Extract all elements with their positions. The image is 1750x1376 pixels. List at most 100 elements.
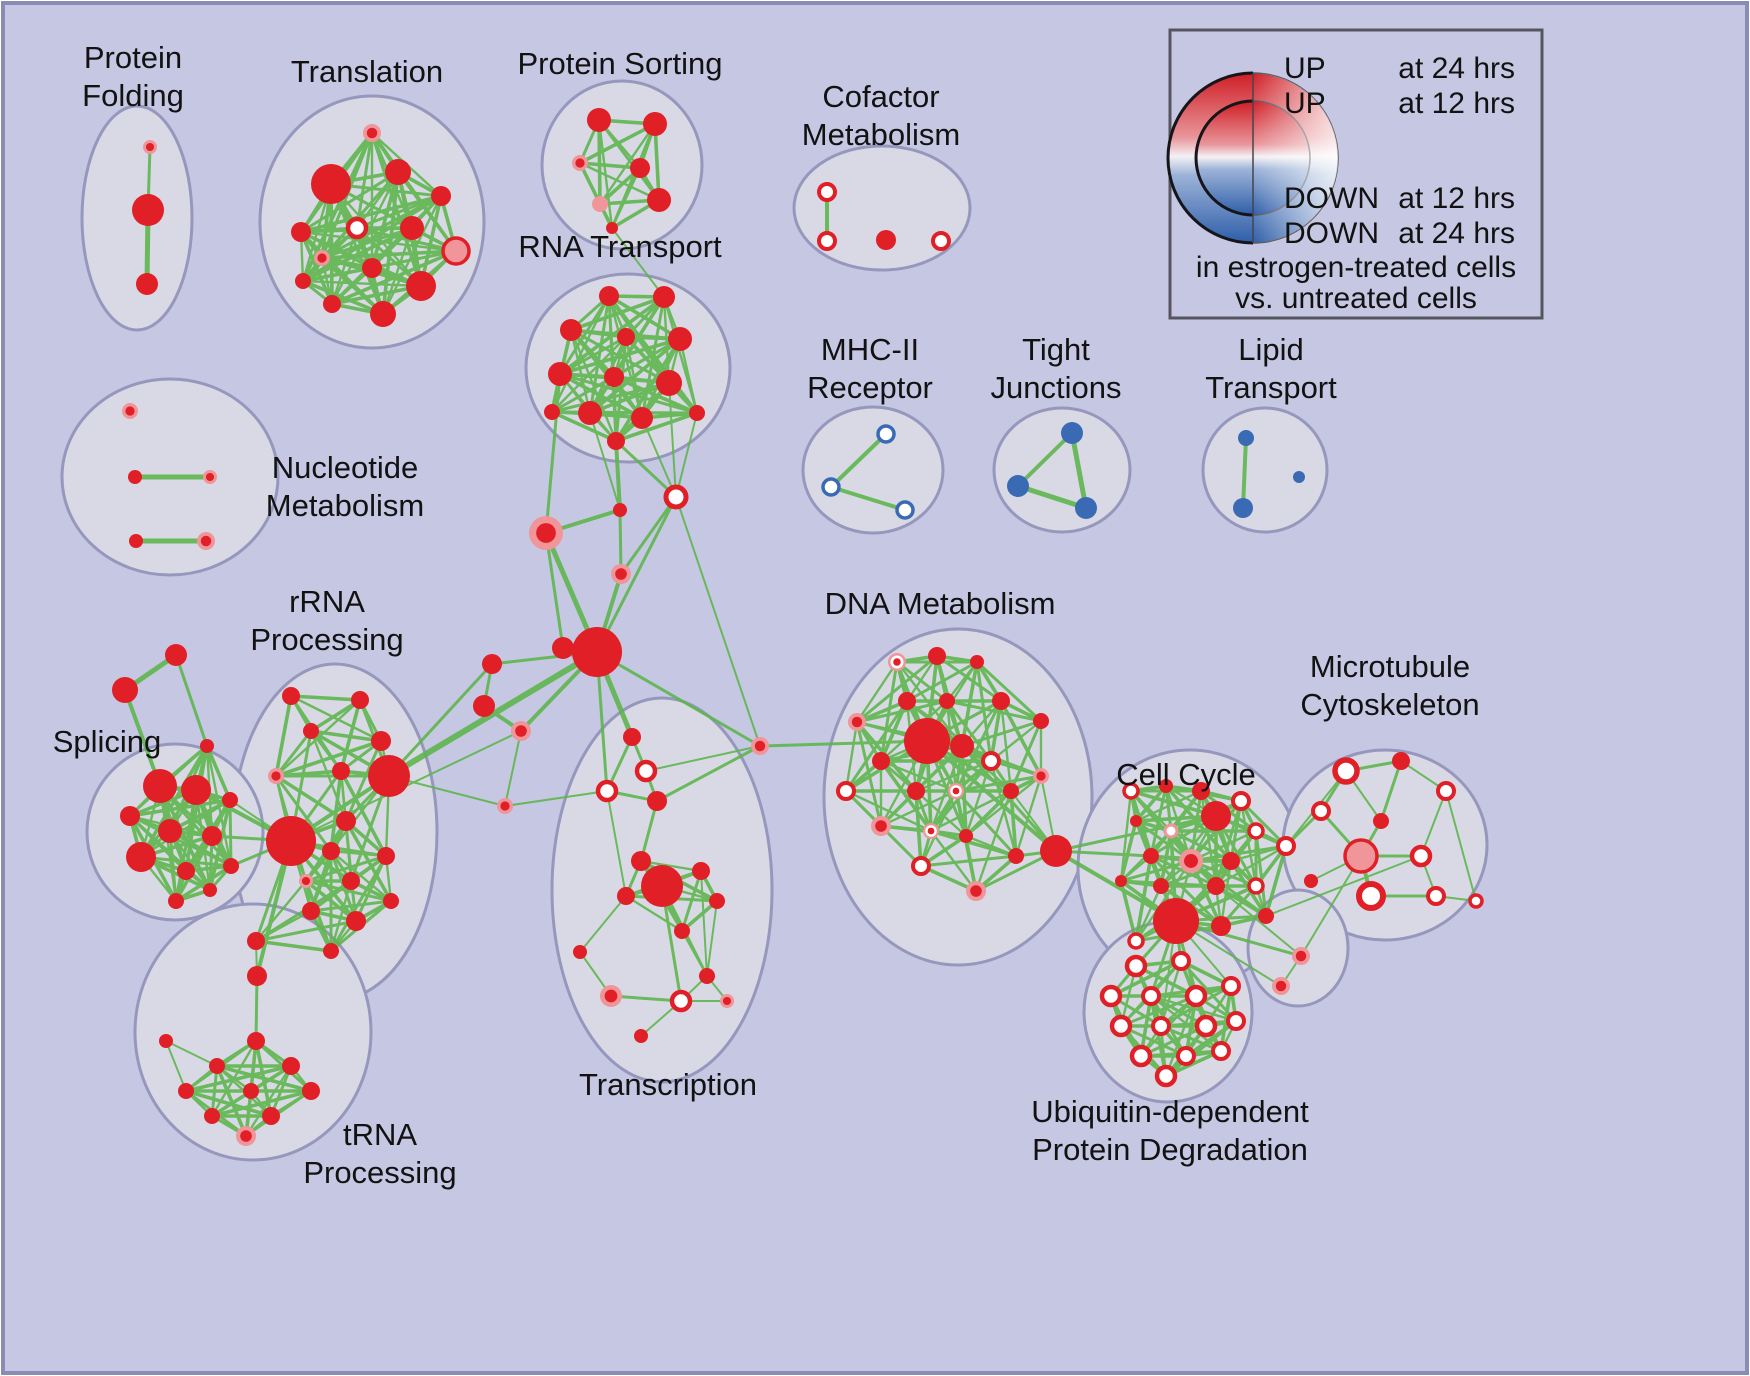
node-shape [981,751,1001,771]
node-133 [904,718,950,764]
edge [612,375,618,443]
legend-time-1: at 12 hrs [1398,87,1515,120]
node-shape [1226,1011,1246,1031]
edge [1164,784,1173,833]
cluster-label-mhc-ii-receptor: Receptor [807,370,933,405]
cluster-label-tight-junctions: Tight [1022,332,1090,367]
node-shape [573,945,587,959]
node-shape [821,477,841,497]
node-149 [1122,782,1140,800]
edge [905,654,939,703]
node-179 [1468,893,1484,909]
node-34 [604,367,624,387]
node-shape [1153,898,1199,944]
node-93 [346,911,366,931]
node-106 [262,1107,280,1125]
node-shape [548,362,572,386]
node-150 [1159,779,1173,793]
node-192 [1129,1044,1153,1068]
edge [344,739,383,823]
node-109 [634,759,658,783]
edge [578,161,642,170]
node-176 [1356,881,1386,911]
node-shape [631,851,651,871]
edge [614,439,678,499]
node-shape [643,112,667,136]
edge [387,662,494,778]
node-0 [143,140,157,154]
legend-dial-fade [1253,73,1338,243]
edge [309,698,362,733]
node-25 [817,231,837,251]
cluster-label-nucleotide-metabolism: Nucleotide [272,450,418,485]
node-143 [923,823,939,839]
node-shape [1163,823,1179,839]
edge [210,1089,313,1118]
edge [618,508,623,576]
edge [989,699,1003,763]
node-shape [370,301,396,327]
node-117 [709,893,725,909]
node-shape [383,893,399,909]
edge [299,194,443,234]
node-shape [641,865,683,907]
node-165 [1153,898,1199,944]
edge [1054,849,1178,923]
node-101 [282,1057,300,1075]
node-shape [200,535,212,547]
node-shape [1332,757,1360,785]
edge [855,654,939,724]
node-shape [817,231,837,251]
node-60 [1007,475,1029,497]
node-shape [1153,878,1169,894]
node-26 [876,230,896,250]
node-2 [136,273,158,295]
node-shape [165,644,187,666]
edge [174,653,209,748]
node-shape [1099,984,1123,1008]
node-shape [939,693,955,709]
node-shape [893,658,901,666]
node-144 [959,829,973,843]
node-shape [1003,783,1019,799]
edge [299,170,400,234]
node-shape [240,1130,252,1142]
node-shape [132,194,164,226]
node-27 [931,231,951,251]
node-shape [631,407,653,429]
edge [639,799,659,863]
edge [829,485,907,512]
legend-direction-3: DOWN [1284,217,1379,250]
cluster-label-dna-metabolism: DNA Metabolism [825,586,1056,621]
node-119 [699,968,715,984]
node-shape [136,273,158,295]
node-shape [669,989,693,1013]
edge [960,660,979,748]
node-shape [482,654,502,674]
node-28 [599,286,619,306]
edge [945,699,993,763]
node-shape [291,222,311,242]
node-shape [247,966,267,986]
node-42 [613,503,627,517]
node-shape [342,872,360,890]
node-114 [641,865,683,907]
node-21 [592,196,608,212]
edge [558,294,611,376]
edge [254,879,308,943]
node-shape [385,159,411,185]
node-13 [406,271,436,301]
edge [301,279,423,288]
node-145 [911,856,931,876]
edge [1134,859,1193,943]
node-124 [573,945,587,959]
node-24 [817,182,837,202]
node-shape [145,142,155,152]
edge [610,166,642,230]
node-76 [223,858,239,874]
legend-direction-0: UP [1284,52,1326,85]
node-92 [302,902,320,920]
node-121 [669,989,693,1013]
edge [879,759,958,793]
